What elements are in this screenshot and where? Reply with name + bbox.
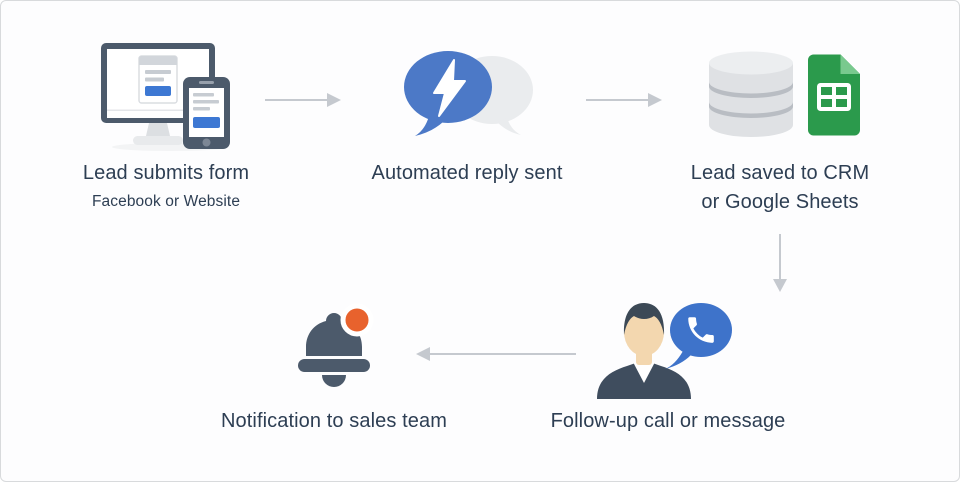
node-label-line2: or Google Sheets	[701, 191, 859, 213]
node-label: Automated reply sent	[371, 162, 563, 184]
node-label: Lead submits form	[82, 162, 250, 184]
arrow-right-icon	[327, 93, 341, 107]
desktop-mobile-form-icon	[101, 43, 230, 151]
node-label: Follow-up call or message	[550, 410, 786, 432]
sheet-grid-icon	[817, 83, 851, 111]
phone-handset-icon	[688, 317, 714, 343]
node-label: Lead saved to CRM	[690, 162, 870, 184]
node-sublabel: Facebook or Website	[91, 193, 241, 210]
arrow-right-icon	[648, 93, 662, 107]
chat-bubbles-lightning-icon	[404, 51, 533, 136]
person-call-bubble-icon	[597, 303, 732, 399]
notification-dot-icon	[340, 303, 374, 337]
node-label: Notification to sales team	[220, 410, 448, 432]
bell-notification-icon	[298, 303, 374, 387]
database-google-sheets-icon	[709, 51, 860, 137]
arrow-left-icon	[416, 347, 430, 361]
arrow-down-icon	[773, 279, 787, 292]
lightning-bolt-icon	[433, 59, 466, 117]
